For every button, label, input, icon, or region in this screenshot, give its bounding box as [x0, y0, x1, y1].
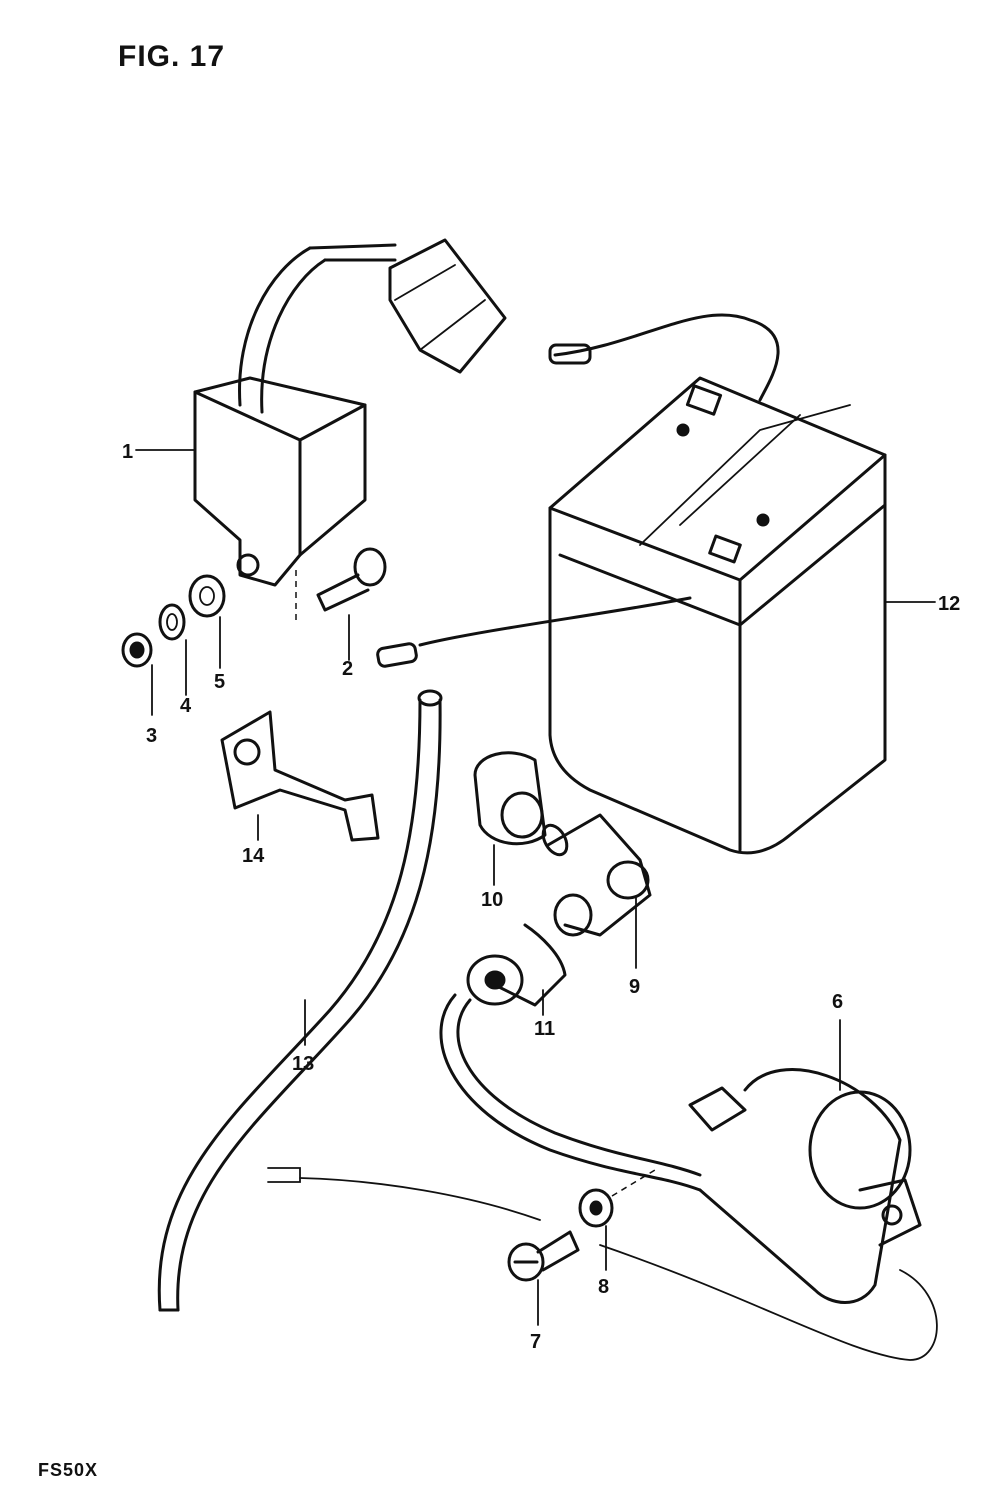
callout-4: 4 [180, 695, 192, 717]
coil-washer [578, 1169, 656, 1228]
cdi-unit [193, 238, 507, 587]
screw [507, 1230, 580, 1282]
ignition-coil [267, 993, 938, 1361]
callout-10: 10 [481, 889, 503, 911]
callout-3: 3 [146, 725, 157, 747]
battery [376, 313, 887, 855]
bracket [220, 710, 380, 842]
washer [188, 574, 226, 618]
callout-2: 2 [342, 658, 353, 680]
figure-title: FIG. 17 [118, 40, 226, 73]
callout-8: 8 [598, 1276, 609, 1298]
callout-11: 11 [534, 1018, 555, 1040]
callout-labels: 1 2 3 4 5 6 7 8 9 10 11 12 13 14 [122, 441, 960, 1353]
callout-9: 9 [629, 976, 640, 998]
callout-12: 12 [938, 593, 960, 615]
callout-13: 13 [292, 1053, 314, 1075]
callout-1: 1 [122, 441, 133, 463]
breather-hose [157, 689, 443, 1312]
nut [121, 632, 153, 668]
leader-lines [135, 449, 936, 1326]
callout-5: 5 [214, 671, 225, 693]
model-label: FS50X [38, 1460, 99, 1480]
cap-boot [473, 751, 547, 846]
lock-washer [158, 603, 186, 641]
callout-6: 6 [832, 991, 843, 1013]
bolt [295, 547, 387, 620]
cord-seal [466, 923, 567, 1007]
plug-cap [541, 813, 652, 937]
callout-14: 14 [242, 845, 265, 867]
callout-7: 7 [530, 1331, 541, 1353]
